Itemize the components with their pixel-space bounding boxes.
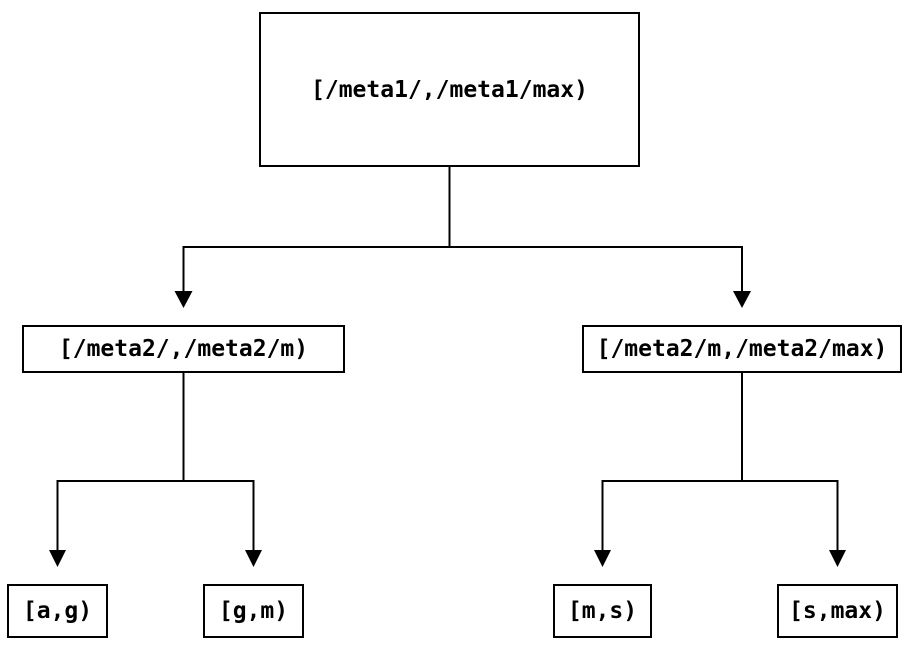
node-leaf-ag: [a,g) [7,584,108,638]
node-leaf-ms-label: [m,s) [567,598,638,624]
arrowhead-to-gm-node [245,550,262,567]
node-leaf-gm-label: [g,m) [218,598,289,624]
node-root-label: [/meta1/,/meta1/max) [311,76,588,103]
arrowhead-to-ag-node [49,550,66,567]
node-root: [/meta1/,/meta1/max) [259,12,640,167]
arrowhead-to-left-node [174,291,193,308]
arrowhead-to-smax-node [829,550,846,567]
node-leaf-gm: [g,m) [203,584,304,638]
arrowhead-to-right-node [733,291,751,308]
node-meta2-right: [/meta2/m,/meta2/max) [582,325,902,373]
arrowhead-to-ms-node [594,550,611,567]
node-leaf-smax-label: [s,max) [789,598,886,624]
node-meta2-left: [/meta2/,/meta2/m) [22,325,345,373]
node-leaf-ms: [m,s) [553,584,652,638]
node-meta2-right-label: [/meta2/m,/meta2/max) [596,336,888,362]
node-leaf-smax: [s,max) [777,584,898,638]
node-leaf-ag-label: [a,g) [22,598,93,624]
node-meta2-left-label: [/meta2/,/meta2/m) [58,336,309,362]
